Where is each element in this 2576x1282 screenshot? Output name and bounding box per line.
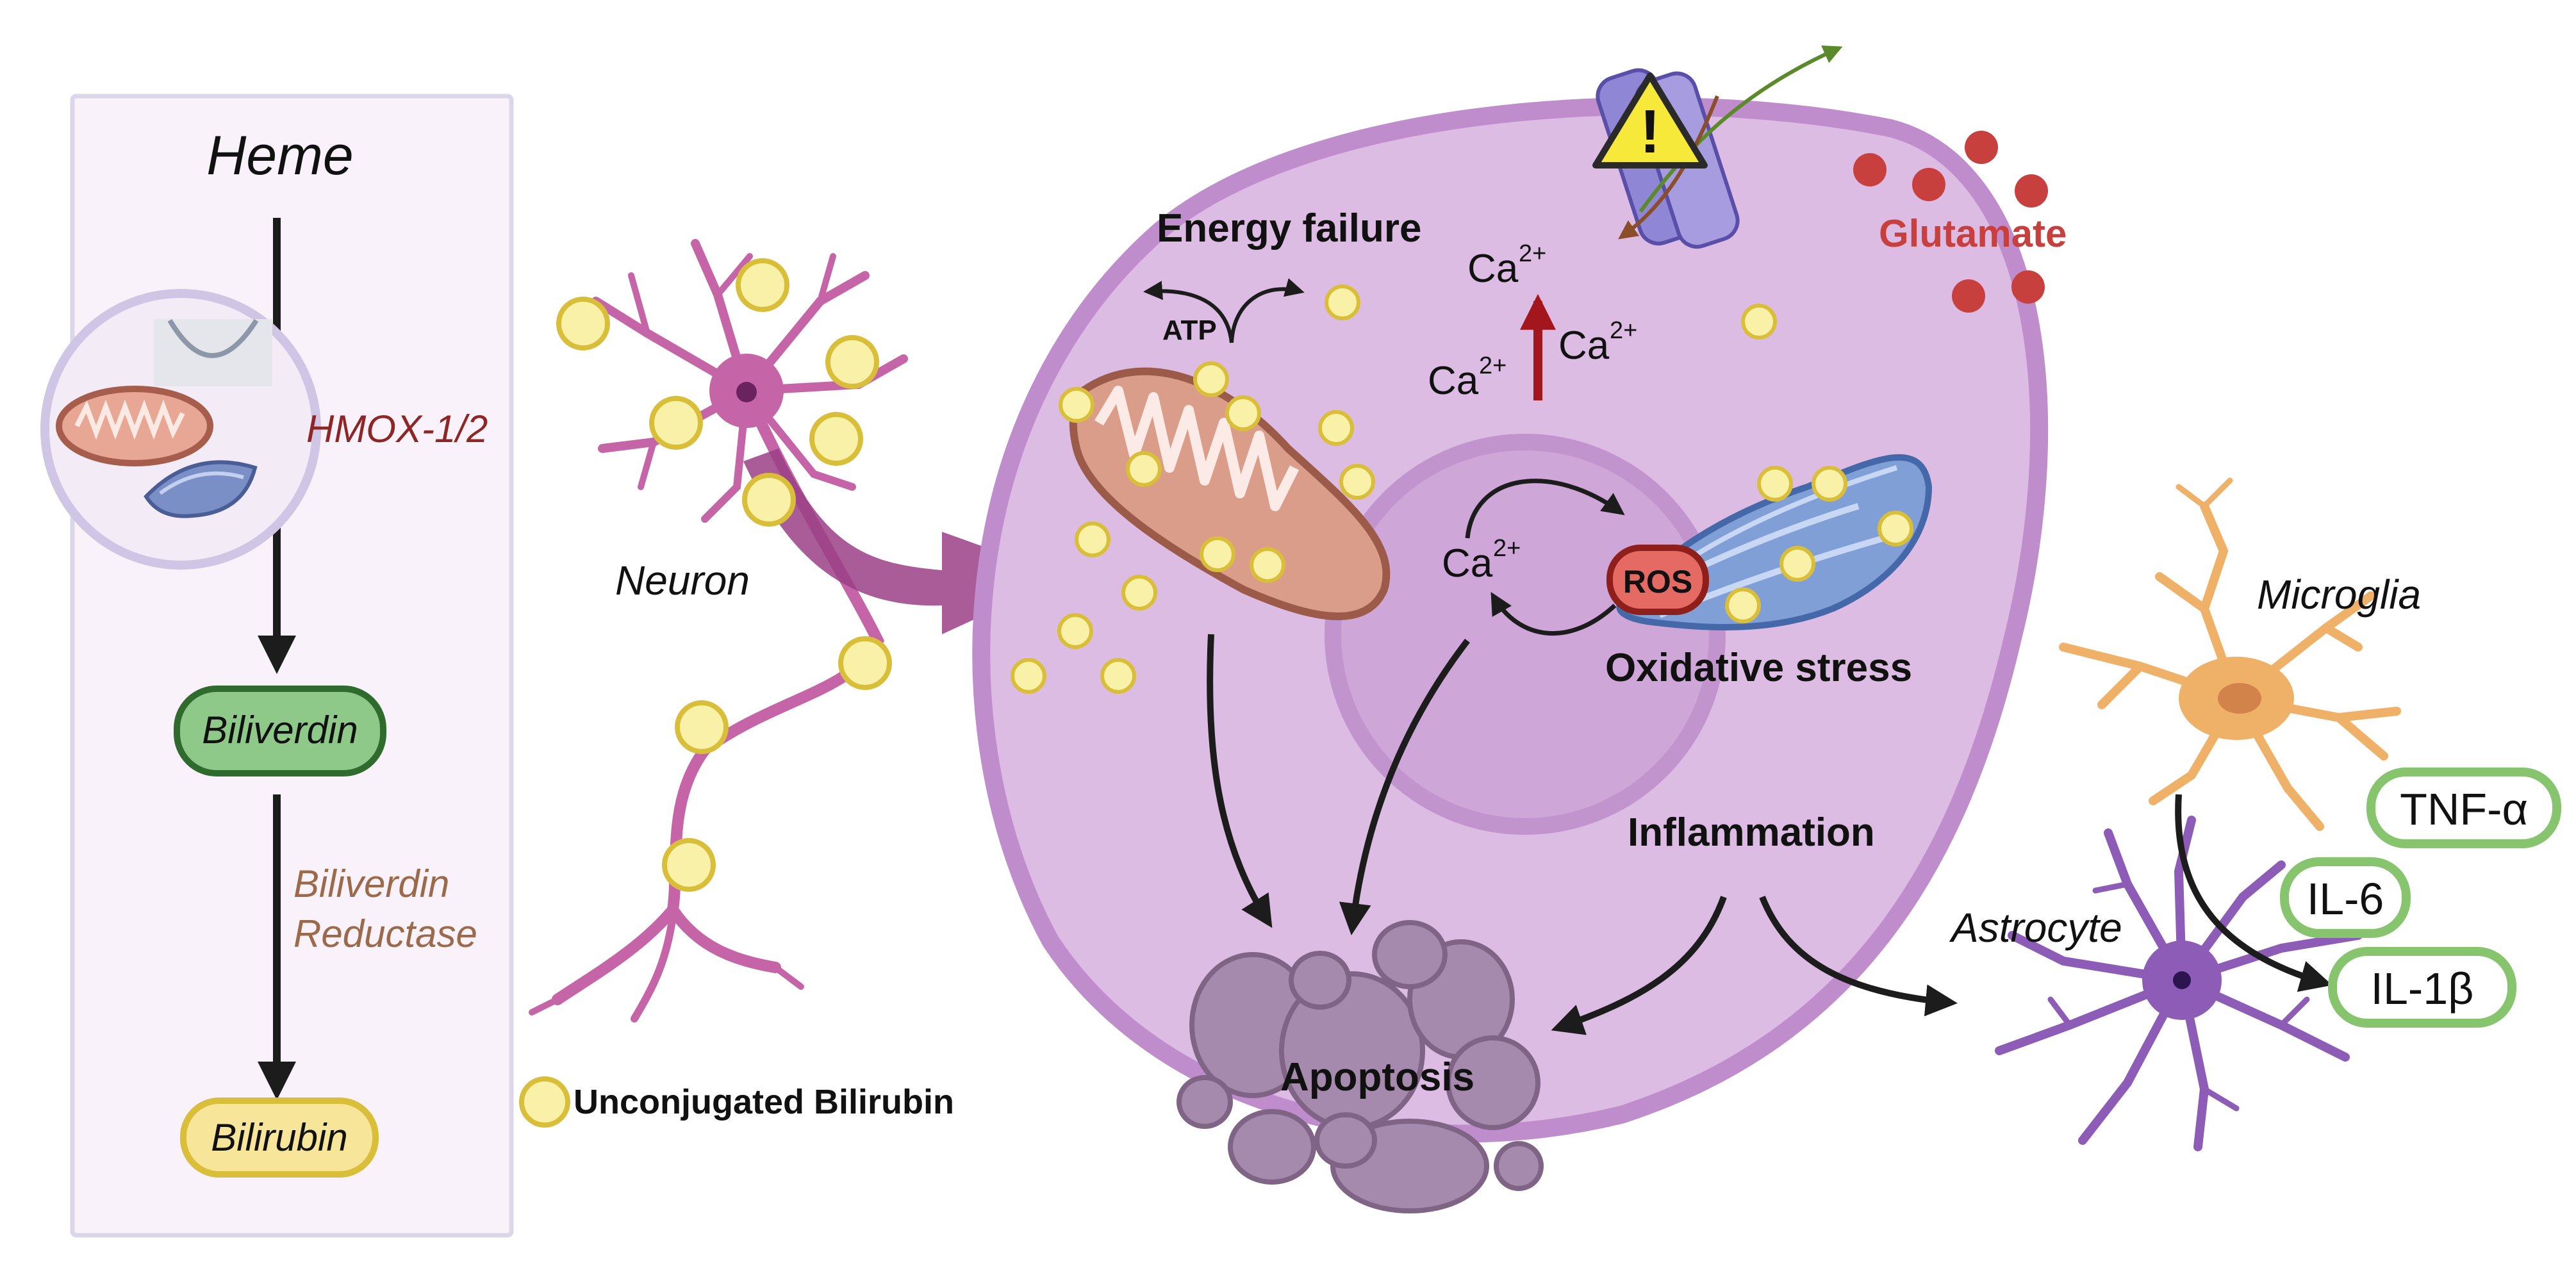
bilirubin-dot <box>742 473 796 527</box>
glutamate-label: Glutamate <box>1879 212 2067 255</box>
inflammation-to-glia-arrow <box>1759 896 1958 1017</box>
svg-text:Ca: Ca <box>1467 247 1519 291</box>
astrocyte-nucleus <box>2173 971 2191 989</box>
svg-text:Ca: Ca <box>1428 359 1479 403</box>
warning-icon: ! <box>1592 72 1708 168</box>
ion-influx-arrow <box>1639 45 1843 213</box>
ros-badge: ROS <box>1606 545 1709 615</box>
svg-text:Ca: Ca <box>1442 541 1493 586</box>
cytokine-il6: IL-6 <box>2280 857 2411 938</box>
cytokine-il1-beta-label: IL-1β <box>2371 964 2474 1014</box>
bilirubin-dot <box>1757 466 1793 502</box>
nucleus-to-apoptosis-arrow <box>1339 638 1470 935</box>
organelles-icon <box>40 289 321 570</box>
apoptosis-label: Apoptosis <box>1280 1055 1474 1099</box>
bilirubin-dot <box>1779 546 1815 582</box>
bilirubin-dot <box>1059 387 1094 423</box>
svg-text:2+: 2+ <box>1519 240 1546 267</box>
unconjugated-bilirubin-dots <box>556 258 1913 892</box>
svg-text:Ca: Ca <box>1558 324 1610 368</box>
neuron-nucleus <box>736 382 757 402</box>
biliverdin-reductase-line1: Biliverdin <box>293 862 449 905</box>
calcium-left: Ca 2+ <box>1428 352 1507 403</box>
atp-arrow-left <box>1143 281 1234 343</box>
glia-to-cytokines-arrow <box>2175 794 2332 992</box>
bilirubin-dot <box>1011 658 1046 694</box>
atp-label: ATP <box>1162 315 1217 346</box>
mito-to-apoptosis-arrow <box>1207 634 1273 928</box>
bilirubin-dot <box>825 335 879 389</box>
legend-label: Unconjugated Bilirubin <box>574 1083 954 1121</box>
bilirubin-dot <box>736 258 789 312</box>
svg-text:2+: 2+ <box>1493 535 1521 562</box>
bilirubin-dot <box>649 396 703 450</box>
inflammation-to-apoptosis-arrow <box>1551 896 1727 1035</box>
svg-text:2+: 2+ <box>1479 352 1507 379</box>
cytokine-il1-beta: IL-1β <box>2328 947 2516 1028</box>
bilirubin-dot <box>1318 410 1354 446</box>
bilirubin-dot <box>1193 361 1229 397</box>
microglia-icon <box>2059 477 2401 831</box>
bilirubin-dot <box>1725 588 1761 623</box>
heme-pathway-panel: Heme HMOX-1/2 Biliverdin Biliverdin Redu… <box>40 94 514 1238</box>
calcium-right: Ca 2+ <box>1558 317 1637 368</box>
cytokine-tnf-alpha-label: TNF-α <box>2400 784 2528 834</box>
apoptotic-bodies-icon <box>1177 920 1544 1213</box>
glutamate-molecules <box>1853 131 2048 313</box>
oxidative-stress-label: Oxidative stress <box>1605 646 1912 690</box>
cytokine-il6-label: IL-6 <box>2307 874 2384 924</box>
heme-label: Heme <box>206 125 353 186</box>
svg-text:2+: 2+ <box>1610 317 1637 344</box>
bilirubin-dot <box>1225 395 1261 431</box>
microglia-label: Microglia <box>2257 571 2421 618</box>
bilirubin-dot <box>1121 575 1157 611</box>
bilirubin-dot <box>1057 613 1093 649</box>
biliverdin-node: Biliverdin <box>174 686 386 777</box>
inflammation-label: Inflammation <box>1628 810 1875 855</box>
cytokine-tnf-alpha: TNF-α <box>2366 768 2561 848</box>
bilirubin-dot <box>662 838 716 892</box>
biliverdin-label: Biliverdin <box>202 709 358 752</box>
legend-bilirubin-dot <box>519 1076 570 1128</box>
calcium-nucleus: Ca 2+ <box>1442 535 1521 586</box>
astrocyte-label: Astrocyte <box>1949 905 2122 951</box>
bilirubin-dot <box>1100 658 1136 694</box>
svg-text:!: ! <box>1640 97 1660 166</box>
ros-to-calcium-arrow <box>1490 591 1617 636</box>
bilirubin-label: Bilirubin <box>211 1116 347 1159</box>
bilirubin-dot <box>1339 464 1375 500</box>
bilirubin-dot <box>1200 536 1235 572</box>
calcium-top: Ca 2+ <box>1467 240 1546 291</box>
hmox-enzyme-label: HMOX-1/2 <box>306 407 488 450</box>
bilirubin-dot <box>1126 451 1162 487</box>
atp-arrow-right <box>1230 278 1305 343</box>
calcium-to-ros-arrow <box>1465 479 1625 539</box>
bilirubin-dot <box>1075 522 1110 557</box>
bilirubin-dot <box>1325 284 1360 320</box>
biliverdin-reductase-line2: Reductase <box>293 912 477 955</box>
pathway-panel-bg <box>70 94 514 1238</box>
bilirubin-dot <box>1878 511 1913 546</box>
ion-efflux-arrow <box>1618 95 1719 240</box>
bilirubin-dot <box>1812 466 1847 502</box>
bilirubin-dot <box>1250 547 1285 583</box>
neuron-label: Neuron <box>615 557 750 604</box>
bilirubin-dot <box>556 297 610 350</box>
ros-label: ROS <box>1623 564 1692 600</box>
bilirubin-dot <box>809 412 863 466</box>
cell-nucleus <box>1325 434 1726 835</box>
bilirubin-dot <box>838 636 892 690</box>
bilirubin-dot <box>675 700 729 754</box>
legend: Unconjugated Bilirubin <box>519 1076 954 1128</box>
microglia-nucleus <box>2218 683 2261 714</box>
bilirubin-node: Bilirubin <box>180 1097 379 1178</box>
energy-failure-label: Energy failure <box>1157 206 1421 251</box>
bilirubin-dot <box>1741 304 1777 340</box>
